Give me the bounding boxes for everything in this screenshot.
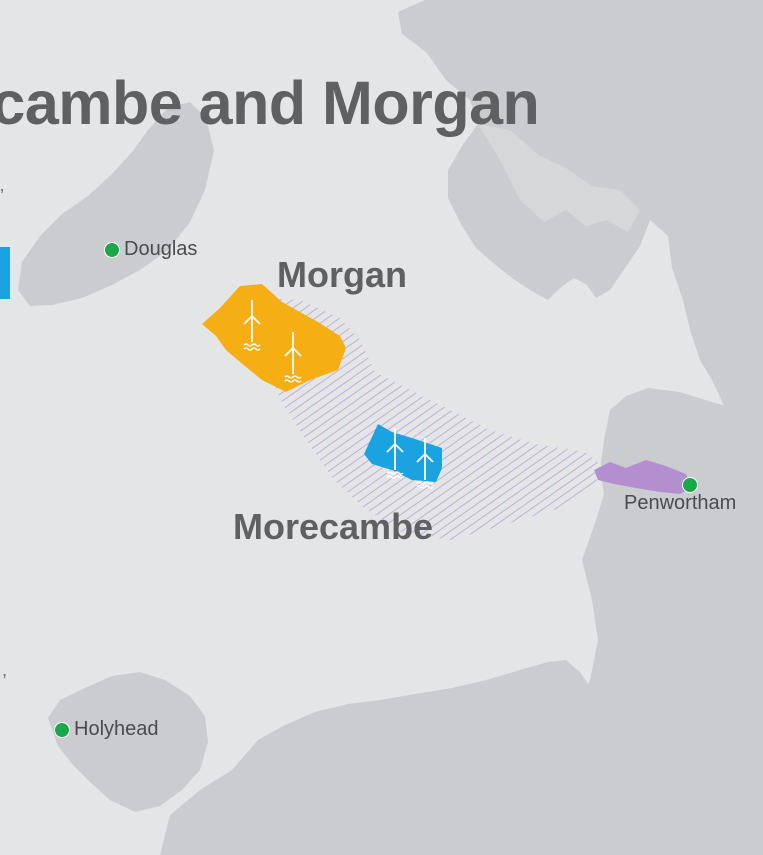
place-marker-icon [54,721,70,738]
lancashire-coast [560,388,763,855]
place-douglas: Douglas [104,238,197,261]
place-marker-icon [682,477,698,493]
morecambe-area [364,424,442,482]
edge-text: ’ [0,186,4,206]
place-penwortham: Penwortham [624,492,736,515]
landfall-zone [594,460,692,494]
place-marker-icon [104,241,120,258]
isle-of-man [18,102,214,306]
morgan-area [202,284,346,392]
estuary [478,124,640,232]
morecambe-label: Morecambe [233,506,434,547]
place-label: Penwortham [624,492,737,514]
place-holyhead: Holyhead [54,718,159,741]
side-tab [0,247,10,299]
place-label: Holyhead [74,718,159,740]
northern-england-coast [398,0,763,480]
cable-corridor [256,298,605,540]
north-wales-coast [160,660,610,855]
edge-text: , [2,660,8,680]
map-title: ecambe and Morgan [0,69,540,137]
anglesey [48,672,208,812]
morgan-label: Morgan [277,254,407,295]
place-label: Douglas [124,238,198,260]
